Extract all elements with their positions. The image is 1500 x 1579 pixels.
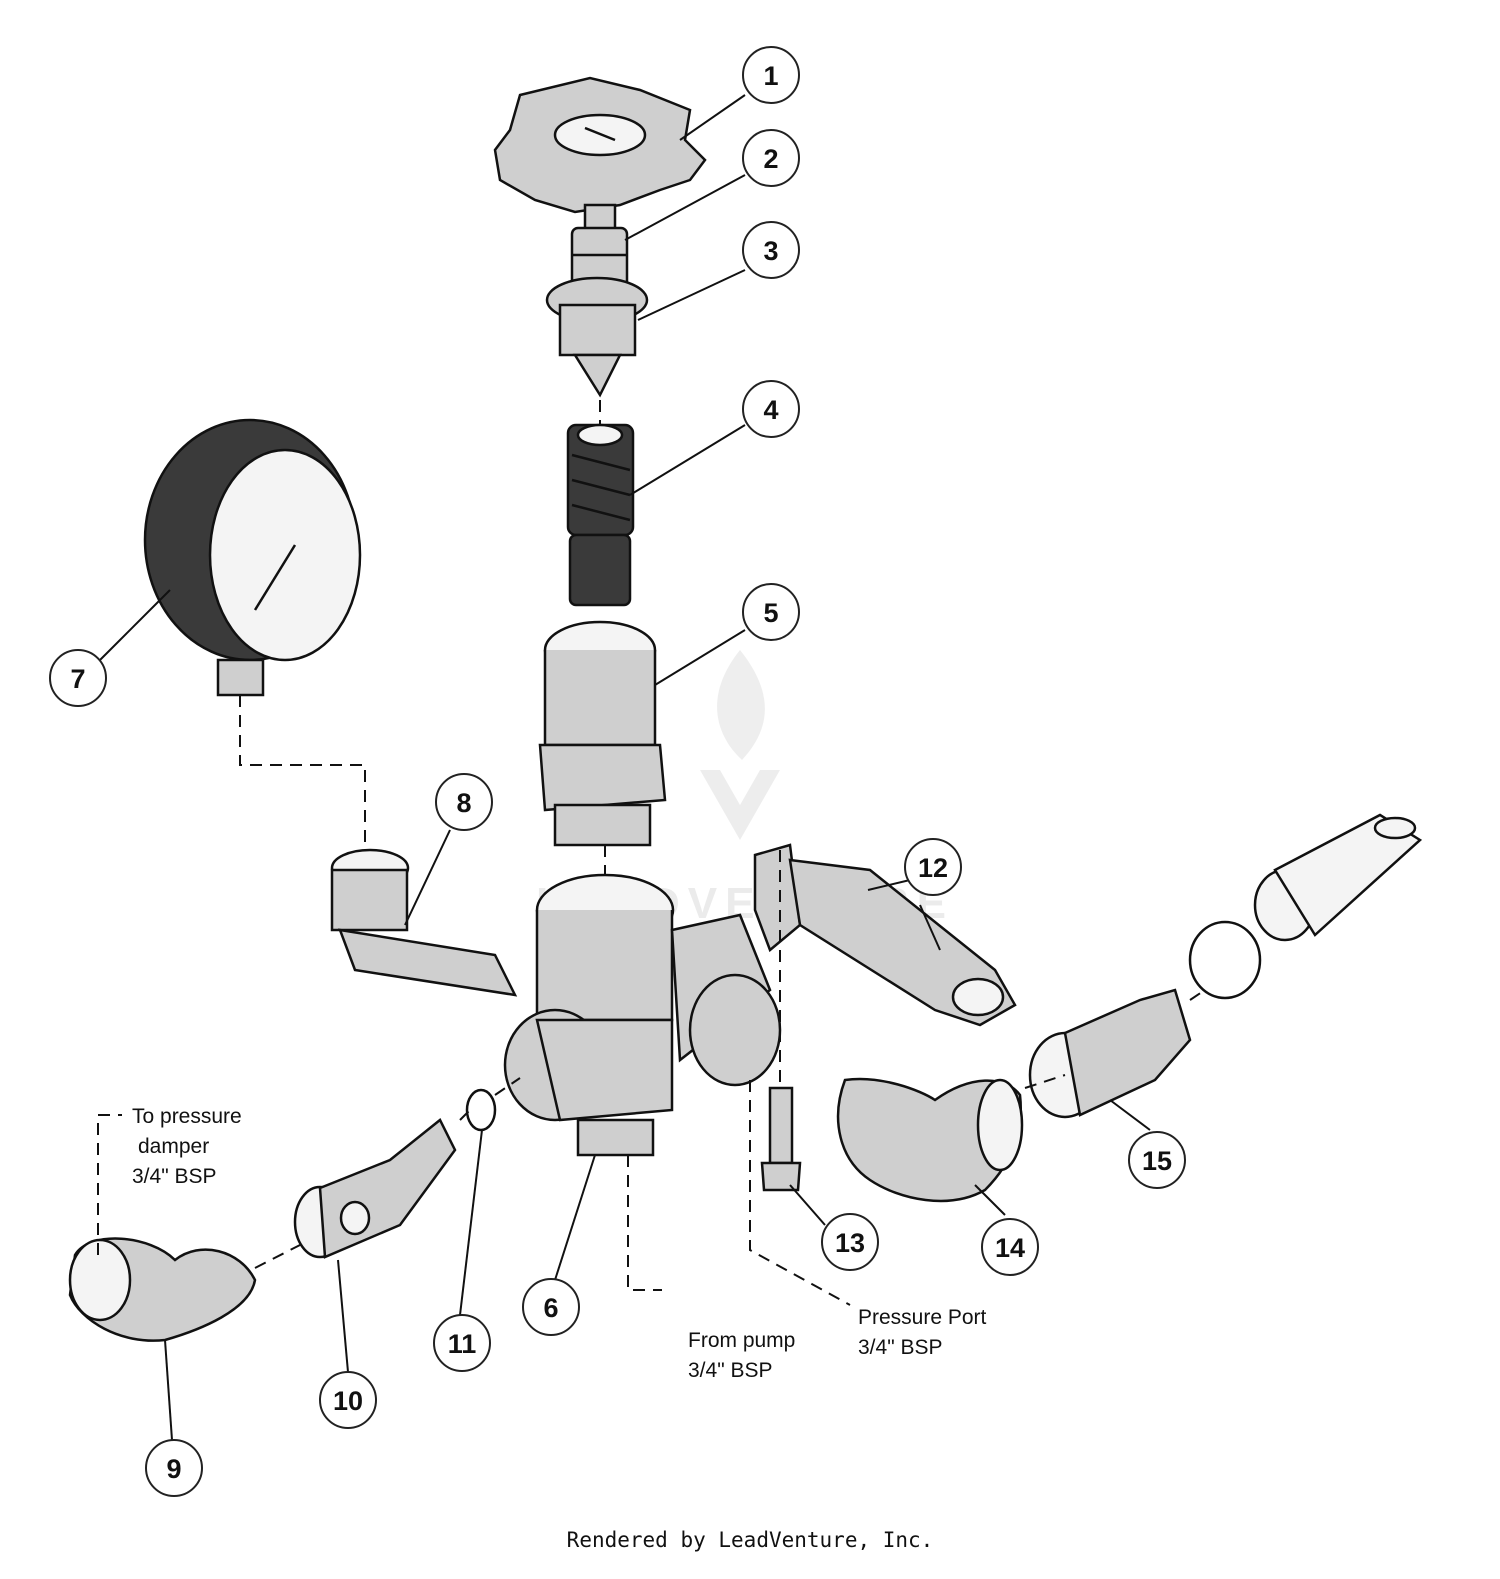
annotation-pressure-port: Pressure Port 3/4" BSP <box>858 1306 987 1359</box>
part-5-housing <box>538 620 667 847</box>
callout-13: 13 <box>821 1213 879 1271</box>
svg-text:14: 14 <box>995 1233 1025 1263</box>
svg-text:From pump: From pump <box>688 1329 795 1352</box>
callout-7: 7 <box>49 649 107 707</box>
part-12-lever <box>753 843 1017 1027</box>
callout-14: 14 <box>981 1218 1039 1276</box>
svg-text:12: 12 <box>918 853 948 883</box>
callout-15: 15 <box>1128 1131 1186 1189</box>
callout-3: 3 <box>742 221 800 279</box>
svg-text:3/4" BSP: 3/4" BSP <box>688 1359 773 1382</box>
svg-text:To pressure: To pressure <box>132 1105 242 1128</box>
callout-1: 1 <box>742 46 800 104</box>
part-4-spring <box>566 423 635 607</box>
leader-lines <box>99 94 1151 1441</box>
part-11-o-ring <box>465 1088 497 1132</box>
footer-credit: Rendered by LeadVenture, Inc. <box>566 1528 934 1552</box>
svg-text:15: 15 <box>1142 1146 1172 1176</box>
svg-text:8: 8 <box>456 788 471 818</box>
callout-9: 9 <box>145 1439 203 1497</box>
part-1-knob <box>493 76 707 232</box>
callout-2: 2 <box>742 129 800 187</box>
callout-10: 10 <box>319 1371 377 1429</box>
svg-text:10: 10 <box>333 1386 363 1416</box>
svg-text:Pressure Port: Pressure Port <box>858 1306 987 1329</box>
svg-text:3/4" BSP: 3/4" BSP <box>132 1165 217 1188</box>
svg-text:damper: damper <box>138 1135 209 1158</box>
callout-4: 4 <box>742 380 800 438</box>
svg-text:11: 11 <box>448 1329 477 1359</box>
callout-8: 8 <box>435 773 493 831</box>
part-7-pressure-gauge <box>143 418 362 697</box>
part-9-elbow <box>68 1237 257 1342</box>
svg-text:3: 3 <box>763 236 778 266</box>
svg-text:3/4" BSP: 3/4" BSP <box>858 1336 943 1359</box>
svg-text:6: 6 <box>543 1293 558 1323</box>
part-15-hose-barb <box>1028 813 1423 1119</box>
part-13-bolt <box>760 1086 802 1192</box>
svg-text:1: 1 <box>763 61 778 91</box>
part-3-bonnet <box>545 276 649 398</box>
callout-6: 6 <box>522 1278 580 1336</box>
svg-text:13: 13 <box>835 1228 865 1258</box>
svg-text:4: 4 <box>763 395 778 425</box>
svg-text:9: 9 <box>166 1454 181 1484</box>
callout-11: 11 <box>433 1314 491 1372</box>
assembly-lines <box>97 400 1206 1306</box>
svg-text:7: 7 <box>70 664 85 694</box>
callout-12: 12 <box>904 838 962 896</box>
part-14-elbow-fitting <box>836 1077 1024 1203</box>
svg-text:2: 2 <box>763 144 778 174</box>
svg-text:5: 5 <box>763 598 778 628</box>
part-8-gauge-connector <box>330 848 518 997</box>
part-10-nipple <box>293 1118 457 1259</box>
annotation-to-pressure-damper: To pressure damper 3/4" BSP <box>132 1105 242 1188</box>
part-6-valve-body <box>503 873 782 1157</box>
callout-5: 5 <box>742 583 800 641</box>
annotation-from-pump: From pump 3/4" BSP <box>688 1329 795 1382</box>
